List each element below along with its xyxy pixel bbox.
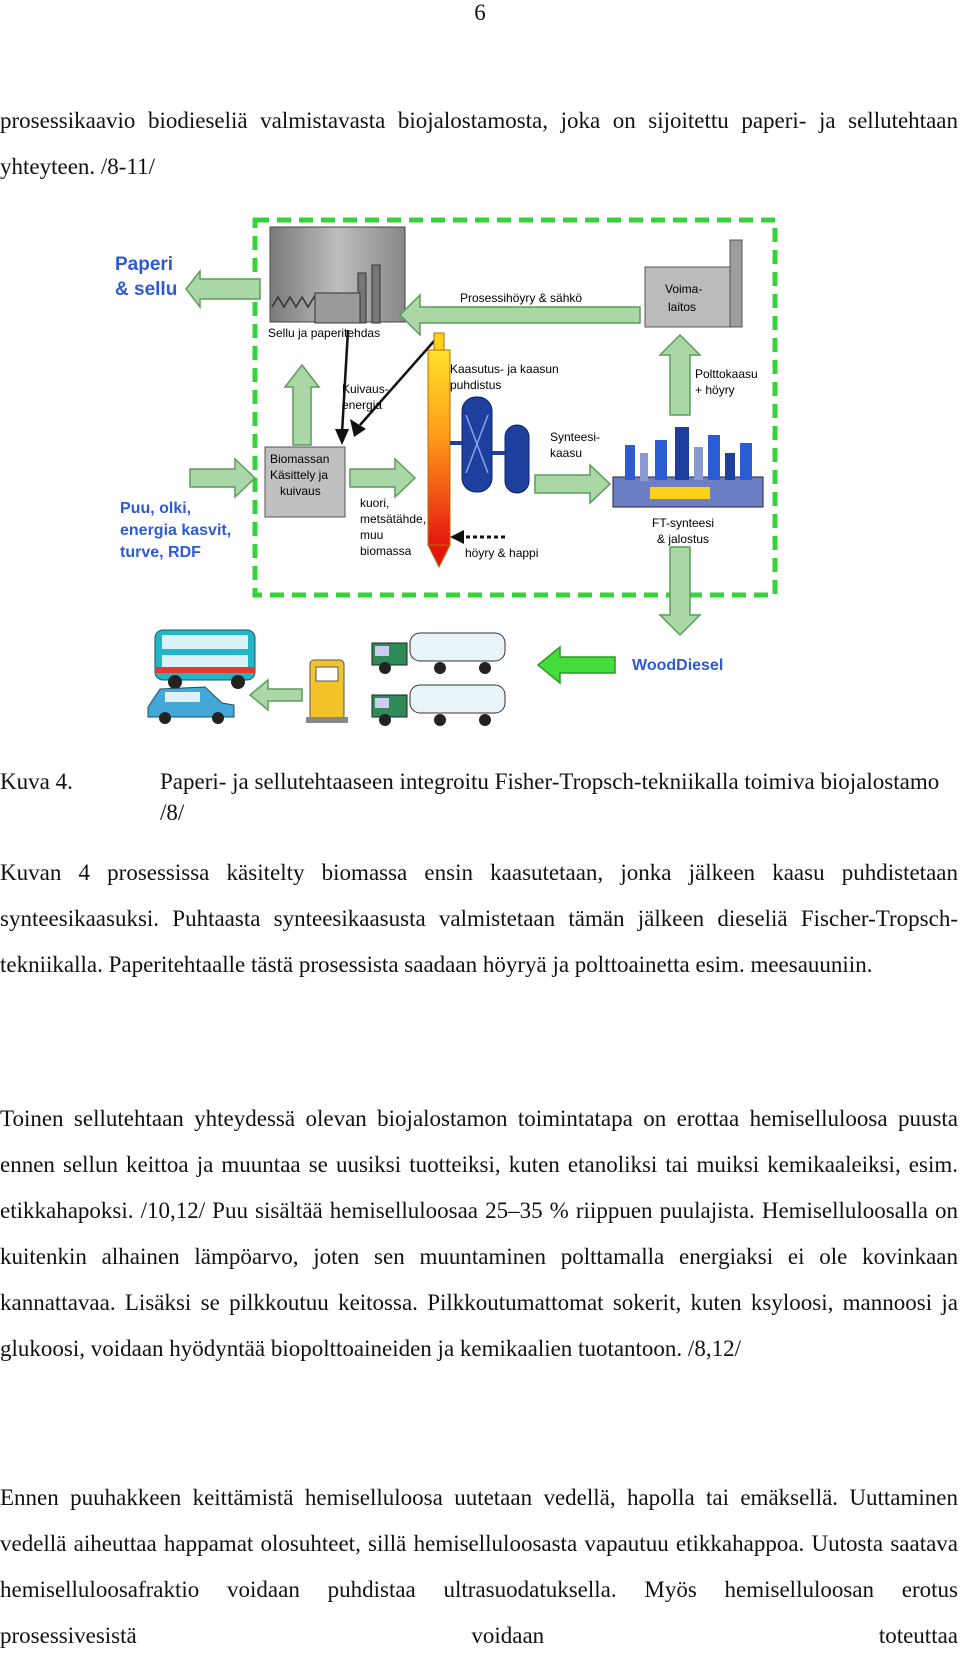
syngas-arrow	[534, 463, 612, 505]
power-plant-label: Voima-	[665, 282, 702, 296]
drying-energy-label: Kuivaus-	[342, 382, 389, 396]
wooddiesel-label: WoodDiesel	[632, 657, 723, 674]
fuel-gas-arrow	[658, 333, 702, 416]
biomass-to-gasifier-arrow	[349, 457, 417, 499]
caption-label: Kuva 4.	[0, 769, 73, 794]
gas-cleaning-vessels-icon	[450, 396, 530, 494]
car-icon	[147, 686, 235, 724]
biomass-handling-label-2: Käsittely ja	[270, 468, 328, 482]
distribution-arrow	[536, 645, 616, 685]
biomass-handling-label-3: kuivaus	[280, 484, 321, 498]
feedstock-input-arrow	[189, 457, 257, 499]
fuel-gas-label-2: + höyry	[695, 383, 735, 397]
power-plant-label-2: laitos	[668, 300, 696, 314]
feedstock-label-3: turve, RDF	[120, 544, 201, 561]
drying-energy-arrow-1	[340, 329, 350, 434]
gasifier-icon	[427, 332, 451, 569]
gas-cleaning-label: Kaasutus- ja kaasun	[450, 362, 559, 376]
intro-paragraph: prosessikaavio biodieseliä valmistavasta…	[0, 108, 958, 179]
paper-pulp-output-label: Paperi	[115, 254, 173, 275]
biomass-handling-label: Biomassan	[270, 452, 329, 466]
paper-output-arrow	[185, 268, 261, 310]
residue-label-2: metsätähde,	[360, 512, 426, 526]
pulp-paper-mill-icon	[269, 226, 406, 324]
steam-oxygen-label: höyry & happi	[465, 546, 538, 560]
residue-label-4: biomassa	[360, 544, 412, 558]
power-plant-icon	[644, 239, 743, 328]
biomass-to-mill-arrow	[283, 363, 321, 446]
ft-synthesis-label: FT-synteesi	[652, 516, 714, 530]
paragraph-process: Kuvan 4 prosessissa käsitelty biomassa e…	[0, 860, 958, 977]
ft-synthesis-label-2: & jalostus	[657, 532, 709, 546]
caption-text: Paperi- ja sellutehtaaseen integroitu Fi…	[160, 769, 940, 825]
page-number: 6	[474, 0, 486, 25]
biorefinery-process-diagram: Sellu ja paperitehdas Paperi & sellu Voi…	[110, 215, 830, 775]
bus-icon	[154, 629, 256, 689]
wooddiesel-output-arrow	[658, 546, 702, 637]
fuel-gas-label: Polttokaasu	[695, 367, 758, 381]
feedstock-label: Puu, olki,	[120, 500, 191, 517]
tanker-truck-icon	[371, 632, 506, 674]
process-boundary	[252, 217, 778, 598]
mill-label: Sellu ja paperitehdas	[268, 326, 380, 340]
steam-oxygen-arrowhead	[450, 530, 464, 544]
gas-cleaning-label-2: puhdistus	[450, 378, 501, 392]
biomass-handling-box	[264, 446, 346, 518]
residue-label: kuori,	[360, 496, 389, 510]
paragraph-extraction: Ennen puuhakkeen keittämistä hemisellulo…	[0, 1485, 958, 1648]
syngas-label-2: kaasu	[550, 446, 582, 460]
process-steam-arrow	[398, 293, 641, 337]
syngas-label: Synteesi-	[550, 430, 600, 444]
process-steam-label: Prosessihöyry & sähkö	[460, 291, 582, 305]
residue-label-3: muu	[360, 528, 383, 542]
fuel-pump-icon	[306, 659, 348, 723]
drying-energy-label-2: energia	[342, 398, 382, 412]
drying-energy-arrowhead-2	[350, 419, 366, 437]
ft-synthesis-plant-icon	[612, 427, 764, 508]
paragraph-hemicellulose: Toinen sellutehtaan yhteydessä olevan bi…	[0, 1106, 958, 1361]
drying-energy-arrow-2	[359, 339, 436, 426]
pump-to-vehicles-arrow	[248, 678, 303, 712]
paper-pulp-output-label-2: & sellu	[115, 279, 177, 300]
feedstock-label-2: energia kasvit,	[120, 522, 231, 539]
tanker-truck-icon-2	[371, 684, 506, 726]
drying-energy-arrowhead-1	[335, 429, 349, 445]
